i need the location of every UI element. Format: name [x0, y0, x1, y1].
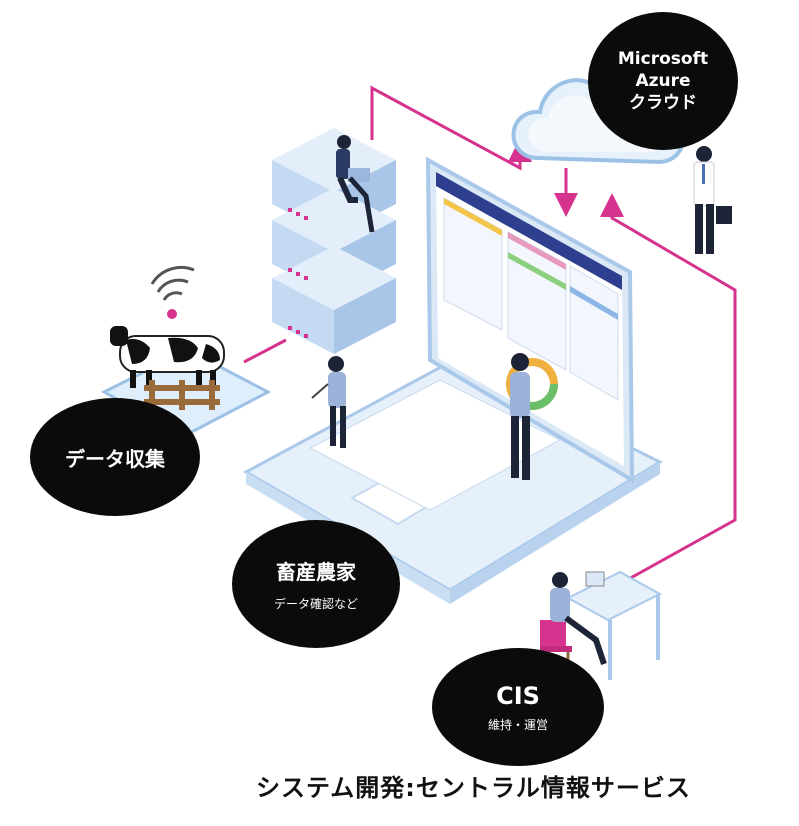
farm-title: 畜産農家 — [276, 560, 356, 584]
cis-subtitle: 維持・運営 — [487, 717, 548, 732]
server-stack-icon — [272, 128, 396, 354]
person-on-server-icon — [336, 135, 375, 233]
person-standing-icon — [510, 353, 530, 480]
data-collection-label: データ収集 — [65, 446, 165, 471]
farm-subtitle: データ確認など — [273, 597, 358, 611]
caption: システム開発:セントラル情報サービス — [256, 774, 691, 802]
azure-cloud-bubble: Microsoft Azure クラウド — [588, 12, 738, 150]
person-businessman-icon — [693, 146, 732, 254]
azure-label-line2: Azure — [635, 71, 691, 91]
azure-label-line1: Microsoft — [617, 49, 709, 69]
cis-bubble: CIS 維持・運営 — [432, 648, 604, 766]
connector-lines — [243, 85, 737, 597]
laptop-icon — [242, 156, 664, 604]
data-collection-bubble: データ収集 — [30, 398, 200, 516]
cis-desk-icon — [540, 570, 663, 680]
farm-bubble: 畜産農家 データ確認など — [232, 520, 400, 648]
cis-title: CIS — [496, 681, 540, 710]
person-presenter-icon — [311, 356, 346, 448]
azure-label-line3: クラウド — [629, 93, 697, 113]
